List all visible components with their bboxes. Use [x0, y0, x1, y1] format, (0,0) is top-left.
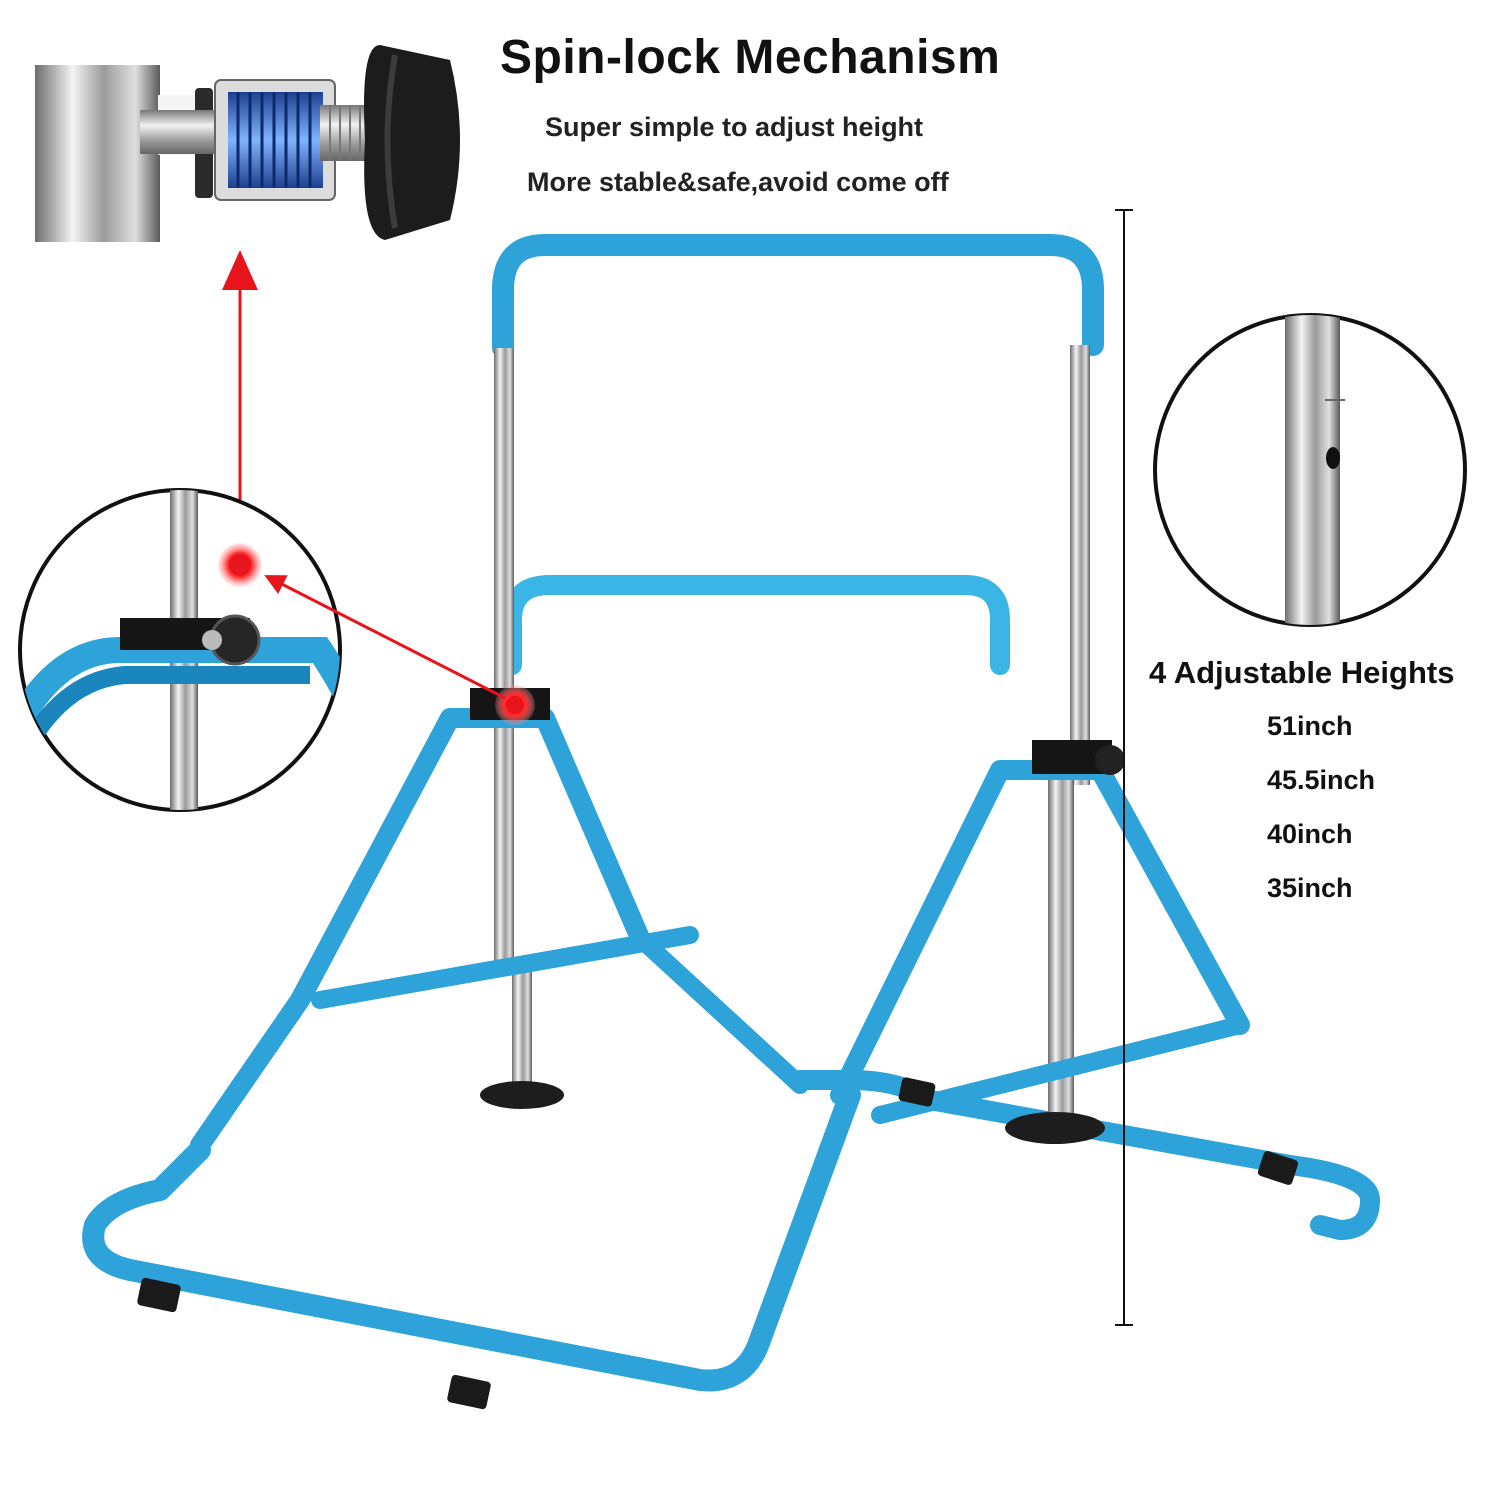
page-title: Spin-lock Mechanism	[500, 31, 1001, 84]
subtitle-adjust: Super simple to adjust height	[545, 112, 924, 142]
spin-lock-closeup-image	[35, 45, 460, 242]
clamp-closeup-image	[18, 488, 342, 812]
gymnastics-bar-frame	[82, 234, 1380, 1392]
red-dot-marker-icon	[218, 543, 535, 725]
height-dimension-line	[1115, 209, 1133, 1326]
heights-list: 51inch 45.5inch 40inch 35inch	[1267, 706, 1375, 922]
height-option: 51inch	[1267, 711, 1353, 741]
height-option: 45.5inch	[1267, 765, 1376, 795]
clamp-right	[1032, 740, 1125, 775]
heights-title: 4 Adjustable Heights	[1149, 655, 1455, 690]
subtitle-stable: More stable&safe,avoid come off	[527, 167, 949, 197]
height-option: 35inch	[1267, 873, 1353, 903]
pole-hole-closeup-image	[1153, 313, 1467, 627]
base-pads	[480, 1081, 1105, 1144]
foam-grips	[137, 1077, 1299, 1410]
height-option: 40inch	[1267, 819, 1353, 849]
